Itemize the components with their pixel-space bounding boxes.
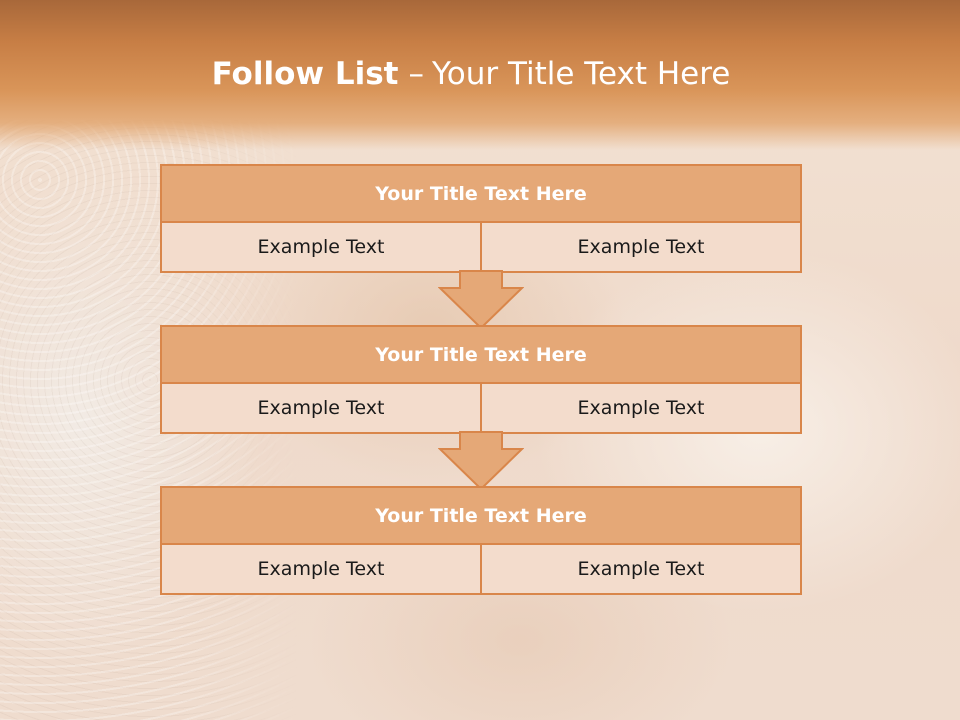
block-cell-left: Example Text [162, 384, 480, 432]
slide-title-bold: Follow List [211, 56, 399, 92]
slide-title-separator: – [408, 56, 424, 92]
list-block-1: Your Title Text Here Example Text Exampl… [160, 164, 802, 273]
list-block-3: Your Title Text Here Example Text Exampl… [160, 486, 802, 595]
block-cell-right: Example Text [480, 223, 800, 271]
block-cell-left: Example Text [162, 545, 480, 593]
block-row: Example Text Example Text [162, 223, 800, 271]
list-block-2: Your Title Text Here Example Text Exampl… [160, 325, 802, 434]
block-row: Example Text Example Text [162, 384, 800, 432]
header-band [0, 0, 960, 150]
block-title: Your Title Text Here [162, 166, 800, 223]
block-row: Example Text Example Text [162, 545, 800, 593]
block-cell-left: Example Text [162, 223, 480, 271]
block-cell-right: Example Text [480, 545, 800, 593]
down-arrow-icon [438, 270, 524, 330]
slide-title: Follow List–Your Title Text Here [0, 56, 942, 92]
block-title: Your Title Text Here [162, 327, 800, 384]
down-arrow-icon [438, 431, 524, 491]
slide-title-rest: Your Title Text Here [431, 56, 731, 92]
block-title: Your Title Text Here [162, 488, 800, 545]
block-cell-right: Example Text [480, 384, 800, 432]
